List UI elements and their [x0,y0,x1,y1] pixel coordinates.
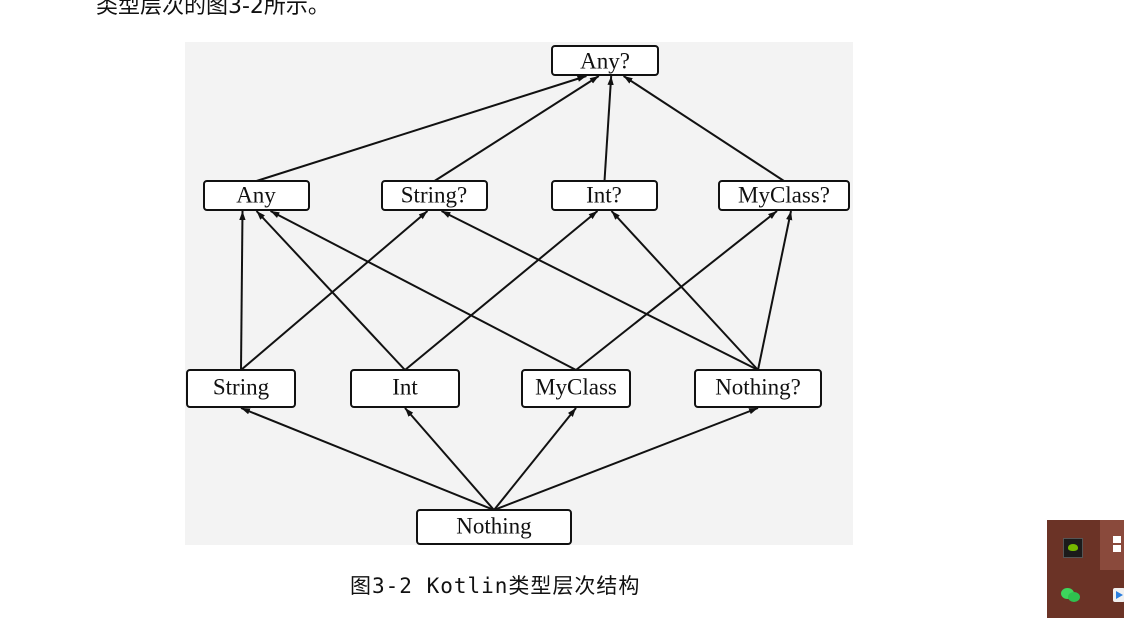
edge-string-nullable-to-any-nullable [433,75,600,182]
edge-int-to-int-nullable [404,210,599,371]
edge-any-to-any-nullable [256,75,587,182]
edge-layer [239,75,793,511]
node-label: Any? [580,49,630,74]
edge-nothing-to-string [240,407,495,511]
node-any: Any [203,180,310,211]
node-label: MyClass? [738,183,830,208]
node-int: Int [350,369,460,408]
wechat-icon[interactable] [1061,586,1081,604]
edge-nothing-nullable-to-string-nullable [441,210,759,371]
figure-panel: Any? Any String? Int? MyClass? String [185,42,853,545]
node-label: Nothing [456,514,532,539]
node-label: Int? [586,183,622,208]
taskbar-tray [1047,520,1124,618]
partial-text-line: 类型层次的图3-2所示。 [96,0,330,19]
node-layer: Any? Any String? Int? MyClass? String [186,45,850,545]
node-label: Nothing? [715,375,801,400]
node-label: Int [392,375,418,400]
node-string-nullable: String? [381,180,488,211]
edge-nothing-to-nothing-nullable [493,407,759,511]
node-nothing: Nothing [416,509,572,545]
edge-myclass-nullable-to-any-nullable [623,75,785,182]
edge-int-nullable-to-any-nullable [603,75,614,182]
node-myclass: MyClass [521,369,631,408]
node-label: MyClass [535,375,617,400]
type-hierarchy-diagram: Any? Any String? Int? MyClass? String [186,45,850,545]
edge-nothing-nullable-to-myclass-nullable [757,210,793,371]
send-icon[interactable] [1113,588,1124,602]
edge-nothing-nullable-to-int-nullable [610,210,759,371]
node-int-nullable: Int? [551,180,658,211]
edge-myclass-to-myclass-nullable [575,210,778,371]
figure-caption: 图3-2 Kotlin类型层次结构 [350,574,641,598]
node-string: String [186,369,296,408]
edge-string-to-any [239,210,246,371]
edge-string-to-string-nullable [240,210,429,371]
edge-nothing-to-myclass [493,407,577,511]
node-nothing-nullable: Nothing? [694,369,822,408]
edge-nothing-to-int [404,407,495,511]
windows-icon[interactable] [1113,536,1121,552]
nvidia-icon[interactable] [1063,538,1083,558]
node-label: String [213,375,270,400]
edge-myclass-to-any [270,210,577,371]
node-any-nullable: Any? [551,45,659,76]
node-label: String? [401,183,467,208]
edge-int-to-any [255,210,406,371]
node-label: Any [236,183,276,208]
node-myclass-nullable: MyClass? [718,180,850,211]
